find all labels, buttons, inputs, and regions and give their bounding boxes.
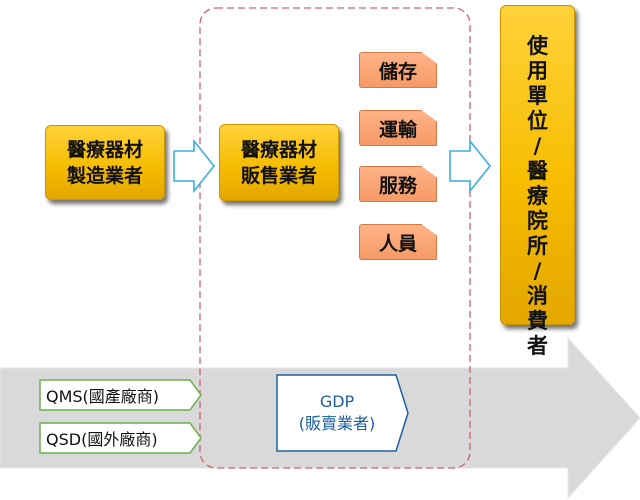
tag-storage: 儲存 bbox=[359, 52, 437, 88]
tag-service: 服務 bbox=[359, 166, 437, 202]
tag-transport: 運輸 bbox=[359, 110, 437, 146]
end-user-box: 使 用 單 位 / 醫 療 院 所 / 消 費 者 bbox=[500, 5, 575, 358]
gdp-scope-dashed-boundary bbox=[199, 7, 471, 469]
end-user-char: 醫 bbox=[527, 159, 548, 183]
end-user-char: / bbox=[533, 259, 542, 283]
manufacturer-label-line1: 醫療器材 bbox=[66, 138, 143, 161]
end-user-char: 用 bbox=[527, 59, 548, 83]
end-user-char: 費 bbox=[527, 309, 548, 333]
gdp-label-line2: (販賣業者) bbox=[298, 414, 376, 433]
end-user-char: 單 bbox=[527, 84, 548, 108]
gdp-label-line1: GDP bbox=[319, 392, 355, 411]
end-user-char: 所 bbox=[527, 234, 548, 258]
qsd-tag-shape bbox=[39, 422, 202, 454]
gdp-label: GDP (販賣業者) bbox=[277, 391, 397, 435]
end-user-char: 者 bbox=[527, 334, 548, 358]
manufacturer-label-line2: 製造業者 bbox=[66, 164, 143, 187]
end-user-char: 消 bbox=[527, 284, 548, 308]
seller-label-line1: 醫療器材 bbox=[240, 138, 317, 161]
seller-label-line2: 販售業者 bbox=[240, 164, 317, 187]
qsd-label: QSD(國外廠商) bbox=[46, 430, 158, 449]
end-user-char: 位 bbox=[527, 109, 548, 133]
end-user-char: / bbox=[533, 134, 542, 158]
flow-arrow-2 bbox=[449, 138, 492, 194]
end-user-char: 院 bbox=[527, 209, 548, 233]
qms-label: QMS(國產廠商) bbox=[46, 387, 160, 406]
manufacturer-box: 醫療器材 製造業者 bbox=[45, 125, 165, 200]
flow-arrow-1 bbox=[173, 138, 216, 194]
qms-tag-shape bbox=[39, 379, 202, 411]
end-user-char: 療 bbox=[527, 184, 548, 208]
gdp-shape bbox=[276, 374, 409, 452]
tag-personnel: 人員 bbox=[359, 224, 437, 260]
seller-box: 醫療器材 販售業者 bbox=[219, 124, 339, 201]
end-user-char: 使 bbox=[527, 34, 548, 58]
